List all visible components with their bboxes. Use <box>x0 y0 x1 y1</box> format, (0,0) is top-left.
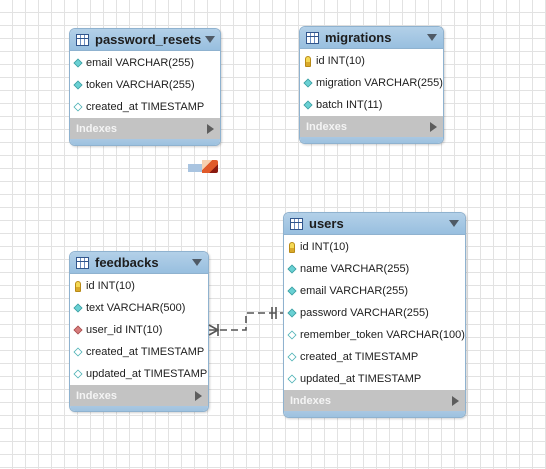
table-bottom-strip <box>70 406 208 411</box>
column-diamond-icon <box>287 264 297 274</box>
table-bottom-strip <box>70 139 220 145</box>
column-row[interactable]: created_at TIMESTAMP <box>284 346 465 368</box>
table-name: feedbacks <box>95 255 159 270</box>
table-name: migrations <box>325 30 392 45</box>
table-feedbacks[interactable]: feedbacks id INT(10) text VARCHAR(500) u… <box>69 251 209 412</box>
table-icon <box>76 256 89 269</box>
column-diamond-icon <box>73 303 83 313</box>
column-label: created_at TIMESTAMP <box>300 351 419 363</box>
column-row[interactable]: created_at TIMESTAMP <box>70 96 220 118</box>
indexes-label: Indexes <box>306 120 347 133</box>
column-row[interactable]: migration VARCHAR(255) <box>300 72 443 94</box>
table-password-resets[interactable]: password_resets email VARCHAR(255) token… <box>69 28 221 146</box>
column-row[interactable]: text VARCHAR(500) <box>70 297 208 319</box>
column-label: id INT(10) <box>300 241 349 253</box>
table-name: password_resets <box>95 32 202 47</box>
indexes-section[interactable]: Indexes <box>284 390 465 411</box>
nullable-column-icon <box>287 374 297 384</box>
collapse-chevron-icon[interactable] <box>427 34 437 41</box>
table-header[interactable]: password_resets <box>70 29 220 51</box>
table-bottom-strip <box>284 411 465 417</box>
stray-graphic <box>188 160 218 173</box>
expand-chevron-icon[interactable] <box>430 121 437 132</box>
crows-foot-many-icon <box>208 324 220 336</box>
foreign-key-icon <box>73 325 83 335</box>
nullable-column-icon <box>73 369 83 379</box>
indexes-label: Indexes <box>76 122 117 135</box>
indexes-label: Indexes <box>290 394 331 407</box>
column-diamond-icon <box>303 78 313 88</box>
table-icon <box>306 31 319 44</box>
table-icon <box>76 33 89 46</box>
table-users[interactable]: users id INT(10) name VARCHAR(255) email… <box>283 212 466 418</box>
relationship-line <box>209 312 283 331</box>
column-diamond-icon <box>303 100 313 110</box>
expand-chevron-icon[interactable] <box>195 390 202 401</box>
column-row[interactable]: user_id INT(10) <box>70 319 208 341</box>
column-label: user_id INT(10) <box>86 324 163 336</box>
primary-key-icon <box>289 241 295 253</box>
column-row[interactable]: remember_token VARCHAR(100) <box>284 324 465 346</box>
indexes-label: Indexes <box>76 389 117 402</box>
indexes-section[interactable]: Indexes <box>300 116 443 137</box>
primary-key-icon <box>75 280 81 292</box>
nullable-column-icon <box>73 102 83 112</box>
table-header[interactable]: migrations <box>300 27 443 49</box>
column-label: email VARCHAR(255) <box>86 57 194 69</box>
column-row[interactable]: name VARCHAR(255) <box>284 258 465 280</box>
indexes-section[interactable]: Indexes <box>70 118 220 139</box>
column-label: id INT(10) <box>86 280 135 292</box>
column-diamond-icon <box>287 286 297 296</box>
column-label: migration VARCHAR(255) <box>316 77 443 89</box>
column-label: password VARCHAR(255) <box>300 307 429 319</box>
nullable-column-icon <box>287 352 297 362</box>
table-icon <box>290 217 303 230</box>
indexes-section[interactable]: Indexes <box>70 385 208 406</box>
column-label: remember_token VARCHAR(100) <box>300 329 465 341</box>
column-row[interactable]: email VARCHAR(255) <box>70 52 220 74</box>
expand-chevron-icon[interactable] <box>452 395 459 406</box>
table-name: users <box>309 216 344 231</box>
column-label: email VARCHAR(255) <box>300 285 408 297</box>
nullable-column-icon <box>73 347 83 357</box>
column-row[interactable]: updated_at TIMESTAMP <box>70 363 208 385</box>
primary-key-icon <box>305 55 311 67</box>
column-row[interactable]: batch INT(11) <box>300 94 443 116</box>
column-label: updated_at TIMESTAMP <box>300 373 422 385</box>
column-row[interactable]: id INT(10) <box>284 236 465 258</box>
table-bottom-strip <box>300 137 443 143</box>
collapse-chevron-icon[interactable] <box>205 36 216 43</box>
table-header[interactable]: users <box>284 213 465 235</box>
column-diamond-icon <box>73 58 83 68</box>
column-row[interactable]: id INT(10) <box>70 275 208 297</box>
column-label: text VARCHAR(500) <box>86 302 186 314</box>
column-row[interactable]: updated_at TIMESTAMP <box>284 368 465 390</box>
table-header[interactable]: feedbacks <box>70 252 208 274</box>
column-label: name VARCHAR(255) <box>300 263 410 275</box>
nullable-column-icon <box>287 330 297 340</box>
column-label: batch INT(11) <box>316 99 383 111</box>
column-diamond-icon <box>73 80 83 90</box>
column-label: updated_at TIMESTAMP <box>86 368 208 380</box>
column-row[interactable]: created_at TIMESTAMP <box>70 341 208 363</box>
column-label: token VARCHAR(255) <box>86 79 195 91</box>
column-row[interactable]: id INT(10) <box>300 50 443 72</box>
column-label: id INT(10) <box>316 55 365 67</box>
table-migrations[interactable]: migrations id INT(10) migration VARCHAR(… <box>299 26 444 144</box>
expand-chevron-icon[interactable] <box>207 123 214 134</box>
collapse-chevron-icon[interactable] <box>192 259 202 266</box>
column-row[interactable]: email VARCHAR(255) <box>284 280 465 302</box>
column-row[interactable]: password VARCHAR(255) <box>284 302 465 324</box>
column-diamond-icon <box>287 308 297 318</box>
column-label: created_at TIMESTAMP <box>86 101 205 113</box>
collapse-chevron-icon[interactable] <box>449 220 459 227</box>
column-row[interactable]: token VARCHAR(255) <box>70 74 220 96</box>
column-label: created_at TIMESTAMP <box>86 346 205 358</box>
